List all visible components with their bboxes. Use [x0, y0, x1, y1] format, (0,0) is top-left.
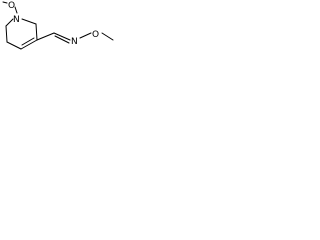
bond-c6-n	[5, 18, 14, 27]
bond-c3-ch	[36, 32, 55, 41]
bond-c2-c3	[35, 23, 38, 41]
bond-c3-c4	[20, 39, 38, 50]
bond-c4-c5	[6, 41, 22, 50]
bond-o-methyl-oxime	[101, 32, 114, 41]
bond-c3-c4-double	[21, 37, 35, 46]
bond-methyl-o	[2, 1, 8, 4]
atom-o-n-methoxy: O	[8, 1, 15, 11]
atom-n-oxime: N	[71, 37, 78, 47]
bond-c5-c6	[5, 25, 8, 43]
bond-ch-n-double-1	[53, 32, 71, 41]
bond-n-c2	[21, 18, 37, 25]
molecule-canvas: O N N O	[0, 0, 121, 66]
atom-n-ring: N	[13, 15, 20, 25]
bond-o-n	[14, 6, 18, 14]
atom-o-oxime: O	[92, 30, 99, 40]
bond-ch-n-double-2	[54, 35, 70, 44]
structural-formula: O N N O	[2, 1, 114, 50]
bond-n-o-oxime	[79, 32, 92, 39]
